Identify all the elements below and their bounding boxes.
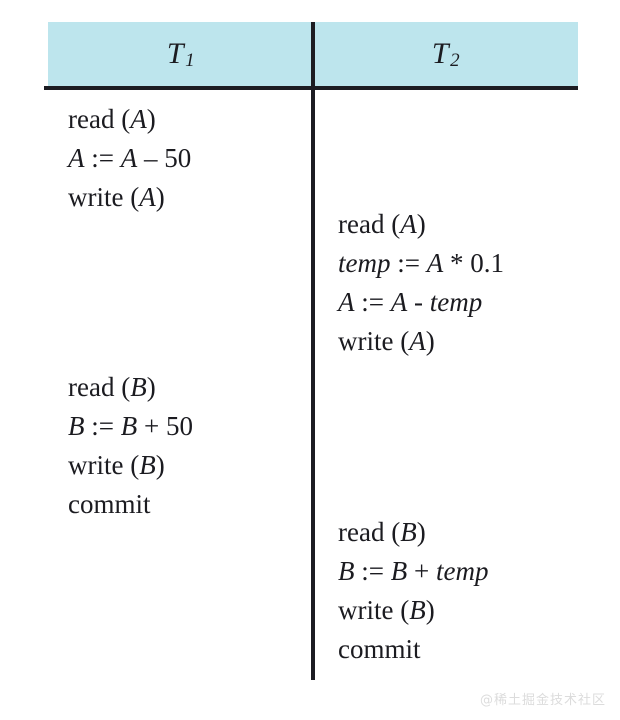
operation-token: B (130, 372, 147, 402)
operation-line: A := A – 50 (68, 139, 308, 178)
column-header-t1-subscript: 1 (185, 50, 196, 71)
operation-line: write (A) (68, 178, 308, 217)
operation-token: A (338, 287, 355, 317)
operation-token: + (137, 411, 166, 441)
operation-line: A := A - temp (338, 283, 576, 322)
column-header-t2-symbol: T (431, 37, 450, 70)
operation-line: commit (68, 485, 308, 524)
operation-token: read ( (338, 517, 401, 547)
operation-line: read (B) (338, 513, 576, 552)
operation-token: ) (416, 209, 426, 239)
operation-token: B (68, 411, 85, 441)
operation-token: 50 (165, 411, 193, 441)
operation-line: B := B + temp (338, 552, 576, 591)
operation-token: B (338, 556, 355, 586)
operation-token: := (354, 287, 391, 317)
operation-token: temp (338, 248, 391, 278)
operation-token: read ( (68, 104, 131, 134)
operation-token: write ( (68, 450, 140, 480)
operation-token: commit (338, 634, 421, 664)
operation-token: A (130, 104, 147, 134)
operation-token: := (84, 143, 121, 173)
operation-token: B (409, 595, 426, 625)
watermark: @稀土掘金技术社区 (479, 693, 606, 708)
operation-token: write ( (338, 595, 410, 625)
operation-token: 0.1 (470, 248, 504, 278)
operation-token: A (390, 287, 408, 317)
operation-line: read (A) (338, 205, 576, 244)
operation-token: ) (146, 372, 156, 402)
operation-token: B (400, 517, 417, 547)
operation-token: A (409, 326, 426, 356)
operation-token: temp (435, 556, 489, 586)
operation-token: ) (416, 517, 426, 547)
operation-line: read (B) (68, 368, 308, 407)
operation-token: 50 (164, 143, 192, 173)
operation-line: temp := A * 0.1 (338, 244, 576, 283)
operation-token: B (139, 450, 156, 480)
operation-token: ) (155, 450, 165, 480)
operation-token: A (120, 143, 138, 173)
operation-token: ) (425, 595, 435, 625)
operation-token: read ( (68, 372, 131, 402)
operation-token: := (354, 556, 391, 586)
operation-token: * (443, 248, 471, 278)
operation-token: – (137, 143, 165, 173)
operation-token: := (84, 411, 121, 441)
operation-token: ) (425, 326, 435, 356)
operation-line: read (A) (68, 100, 308, 139)
operation-token: B (390, 556, 408, 586)
operation-line: write (B) (68, 446, 308, 485)
operation-token: := (390, 248, 427, 278)
operation-line: commit (338, 630, 576, 669)
operation-token: write ( (338, 326, 410, 356)
operation-token: - (407, 287, 430, 317)
operation-token: A (139, 182, 156, 212)
operation-line: write (B) (338, 591, 576, 630)
column-divider-rule (311, 22, 315, 680)
operation-token: read ( (338, 209, 401, 239)
operation-token: ) (155, 182, 165, 212)
column-header-t1-symbol: T (166, 37, 185, 70)
operation-token: A (68, 143, 85, 173)
operation-token: commit (68, 489, 151, 519)
operation-token: A (400, 209, 417, 239)
operation-token: ) (146, 104, 156, 134)
column-header-t2-subscript: 2 (450, 50, 461, 71)
operation-line: B := B + 50 (68, 407, 308, 446)
operation-token: A (426, 248, 444, 278)
operation-token: B (120, 411, 138, 441)
operation-line: write (A) (338, 322, 576, 361)
operation-token: temp (429, 287, 483, 317)
operation-token: + (407, 556, 436, 586)
operation-token: write ( (68, 182, 140, 212)
